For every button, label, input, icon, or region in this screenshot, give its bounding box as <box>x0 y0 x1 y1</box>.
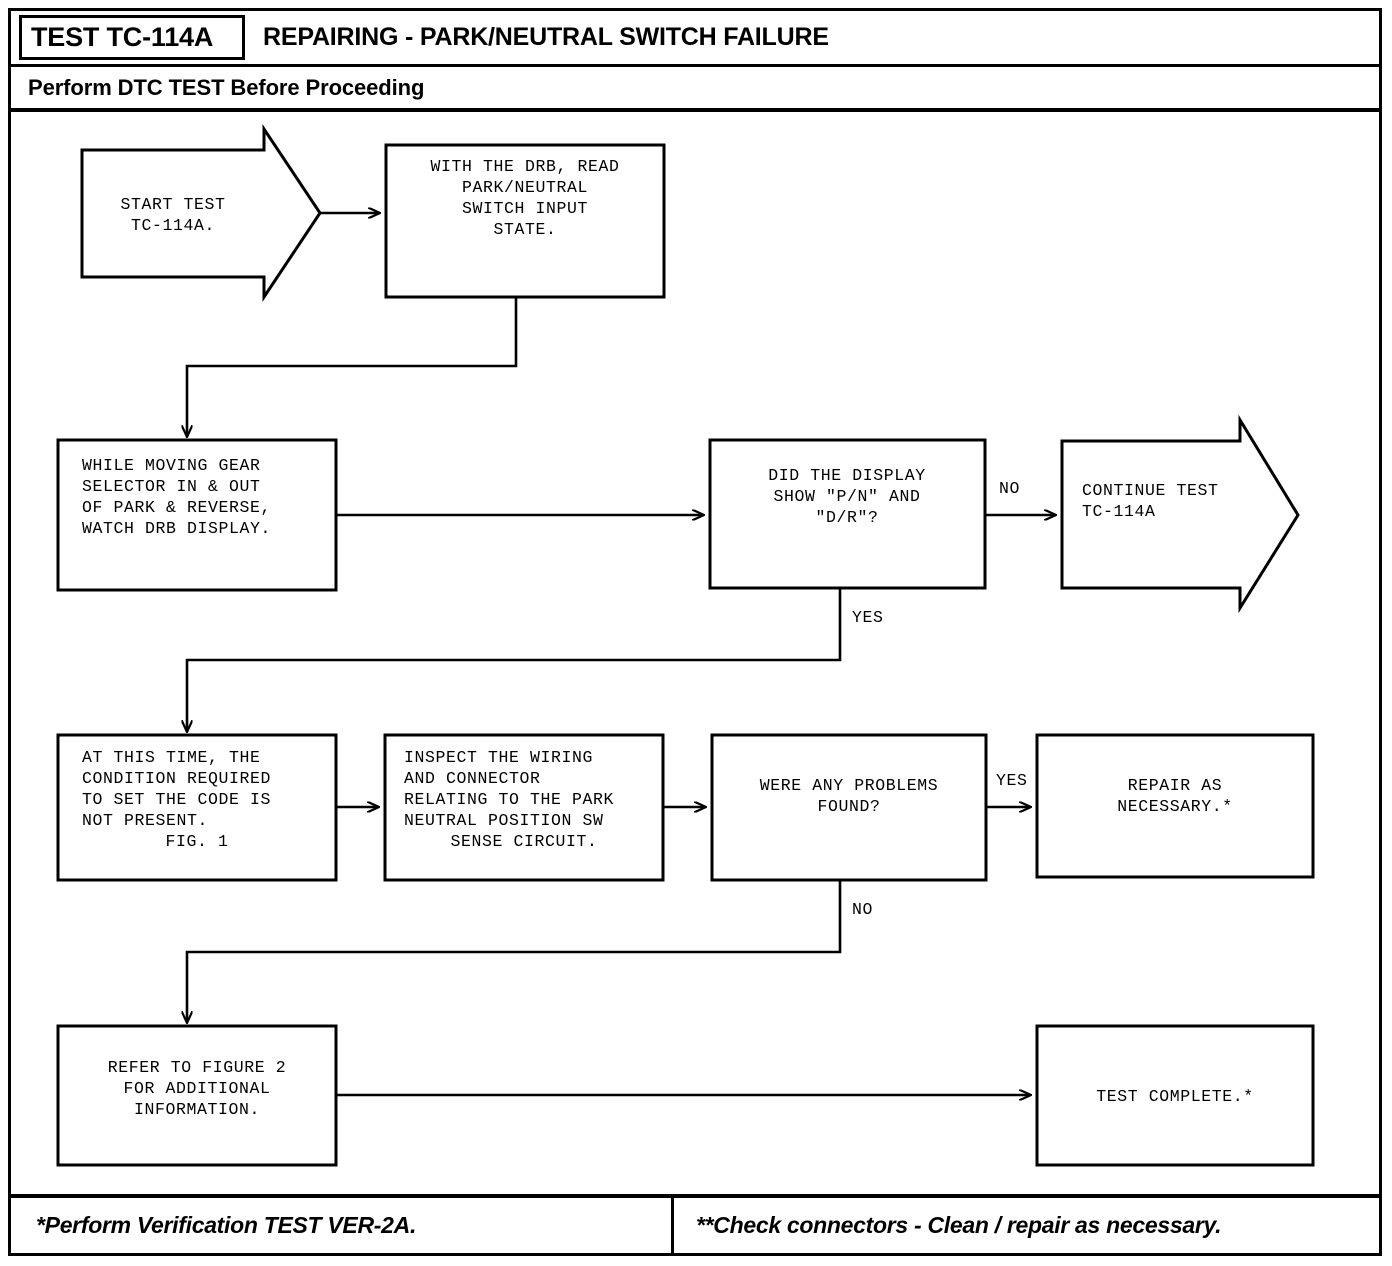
node-start: START TEST TC-114A. <box>80 124 322 302</box>
node-refer: REFER TO FIGURE 2 FOR ADDITIONAL INFORMA… <box>56 1024 338 1167</box>
problems-question-shape <box>710 733 988 882</box>
footer-right-note: **Check connectors - Clean / repair as n… <box>696 1212 1222 1238</box>
node-refer-line-2: INFORMATION. <box>134 1100 260 1119</box>
node-read-line-3: STATE. <box>493 220 556 239</box>
node-condition-line-2: TO SET THE CODE IS <box>82 790 271 809</box>
start-arrow-shape <box>80 124 322 302</box>
header-title-wrap: REPAIRING - PARK/NEUTRAL SWITCH FAILURE <box>263 15 829 60</box>
header-bottom-rule <box>11 108 1379 112</box>
node-inspect: INSPECT THE WIRING AND CONNECTOR RELATIN… <box>383 733 665 882</box>
footer-left-note: *Perform Verification TEST VER-2A. <box>36 1212 417 1238</box>
display-question-shape <box>708 438 987 590</box>
node-inspect-line-4: SENSE CIRCUIT. <box>450 832 597 851</box>
refer-box-shape <box>56 1024 338 1167</box>
node-move-line-1: SELECTOR IN & OUT <box>82 477 261 496</box>
node-continue-line-1: TC-114A <box>1082 502 1156 521</box>
read-box-shape <box>384 143 666 299</box>
header-divider <box>11 64 1379 67</box>
node-refer-line-1: FOR ADDITIONAL <box>123 1079 270 1098</box>
node-display-line-1: SHOW "P/N" AND <box>773 487 920 506</box>
node-repair-line-1: NECESSARY.* <box>1117 797 1233 816</box>
edge-display-yes <box>187 588 842 732</box>
node-problems-line-1: FOUND? <box>817 797 880 816</box>
node-refer-line-0: REFER TO FIGURE 2 <box>108 1058 287 1077</box>
edge-label-no-problems: NO <box>852 900 873 919</box>
node-read-line-0: WITH THE DRB, READ <box>430 157 619 176</box>
page-title: REPAIRING - PARK/NEUTRAL SWITCH FAILURE <box>263 23 829 51</box>
condition-box-shape <box>56 733 338 882</box>
test-id-box: TEST TC-114A <box>19 15 245 60</box>
node-start-line-0: START TEST <box>120 195 225 214</box>
footer: *Perform Verification TEST VER-2A. **Che… <box>11 1198 1379 1253</box>
footer-left-cell: *Perform Verification TEST VER-2A. <box>11 1198 671 1253</box>
edge-read-to-move <box>187 297 518 437</box>
edge-label-no-display: NO <box>999 479 1020 498</box>
edge-label-yes-display: YES <box>852 608 884 627</box>
footer-cell-divider <box>671 1198 674 1253</box>
page-border <box>8 8 1382 1256</box>
node-display-line-2: "D/R"? <box>815 508 878 527</box>
node-condition: AT THIS TIME, THE CONDITION REQUIRED TO … <box>56 733 338 882</box>
node-problems-line-0: WERE ANY PROBLEMS <box>760 776 939 795</box>
node-read: WITH THE DRB, READ PARK/NEUTRAL SWITCH I… <box>384 143 666 299</box>
node-continue: CONTINUE TEST TC-114A <box>1060 414 1300 614</box>
node-read-line-2: SWITCH INPUT <box>462 199 588 218</box>
node-complete-line-0: TEST COMPLETE.* <box>1096 1087 1254 1106</box>
edge-problems-no <box>187 880 842 1023</box>
node-complete: TEST COMPLETE.* <box>1035 1024 1315 1167</box>
node-condition-line-4: FIG. 1 <box>165 832 228 851</box>
node-inspect-line-2: RELATING TO THE PARK <box>404 790 614 809</box>
header-subtitle: Perform DTC TEST Before Proceeding <box>28 74 425 100</box>
node-repair-line-0: REPAIR AS <box>1128 776 1223 795</box>
node-inspect-line-1: AND CONNECTOR <box>404 769 541 788</box>
node-move: WHILE MOVING GEAR SELECTOR IN & OUT OF P… <box>56 438 338 592</box>
edge-label-yes-problems: YES <box>996 771 1028 790</box>
complete-box-shape <box>1035 1024 1315 1167</box>
footer-right-cell: **Check connectors - Clean / repair as n… <box>674 1198 1379 1253</box>
node-condition-line-3: NOT PRESENT. <box>82 811 208 830</box>
node-move-line-2: OF PARK & REVERSE, <box>82 498 271 517</box>
node-start-line-1: TC-114A. <box>131 216 215 235</box>
node-read-line-1: PARK/NEUTRAL <box>462 178 588 197</box>
node-inspect-line-3: NEUTRAL POSITION SW <box>404 811 604 830</box>
node-condition-line-0: AT THIS TIME, THE <box>82 748 261 767</box>
node-continue-line-0: CONTINUE TEST <box>1082 481 1219 500</box>
node-condition-line-1: CONDITION REQUIRED <box>82 769 271 788</box>
node-repair: REPAIR AS NECESSARY.* <box>1035 733 1315 879</box>
repair-box-shape <box>1035 733 1315 879</box>
flowchart-canvas: START TEST TC-114A. WITH THE DRB, READ P… <box>0 112 1392 1194</box>
node-inspect-line-0: INSPECT THE WIRING <box>404 748 593 767</box>
node-display-line-0: DID THE DISPLAY <box>768 466 926 485</box>
test-id-label: TEST TC-114A <box>31 22 214 52</box>
node-problems-question: WERE ANY PROBLEMS FOUND? <box>710 733 988 882</box>
node-move-line-3: WATCH DRB DISPLAY. <box>82 519 271 538</box>
inspect-box-shape <box>383 733 665 882</box>
continue-arrow-shape <box>1060 414 1300 614</box>
node-move-line-0: WHILE MOVING GEAR <box>82 456 261 475</box>
header-row: TEST TC-114A REPAIRING - PARK/NEUTRAL SW… <box>11 11 1379 64</box>
footer-divider <box>11 1194 1379 1198</box>
header-subtitle-row: Perform DTC TEST Before Proceeding <box>11 67 1379 108</box>
node-display-question: DID THE DISPLAY SHOW "P/N" AND "D/R"? <box>708 438 987 590</box>
